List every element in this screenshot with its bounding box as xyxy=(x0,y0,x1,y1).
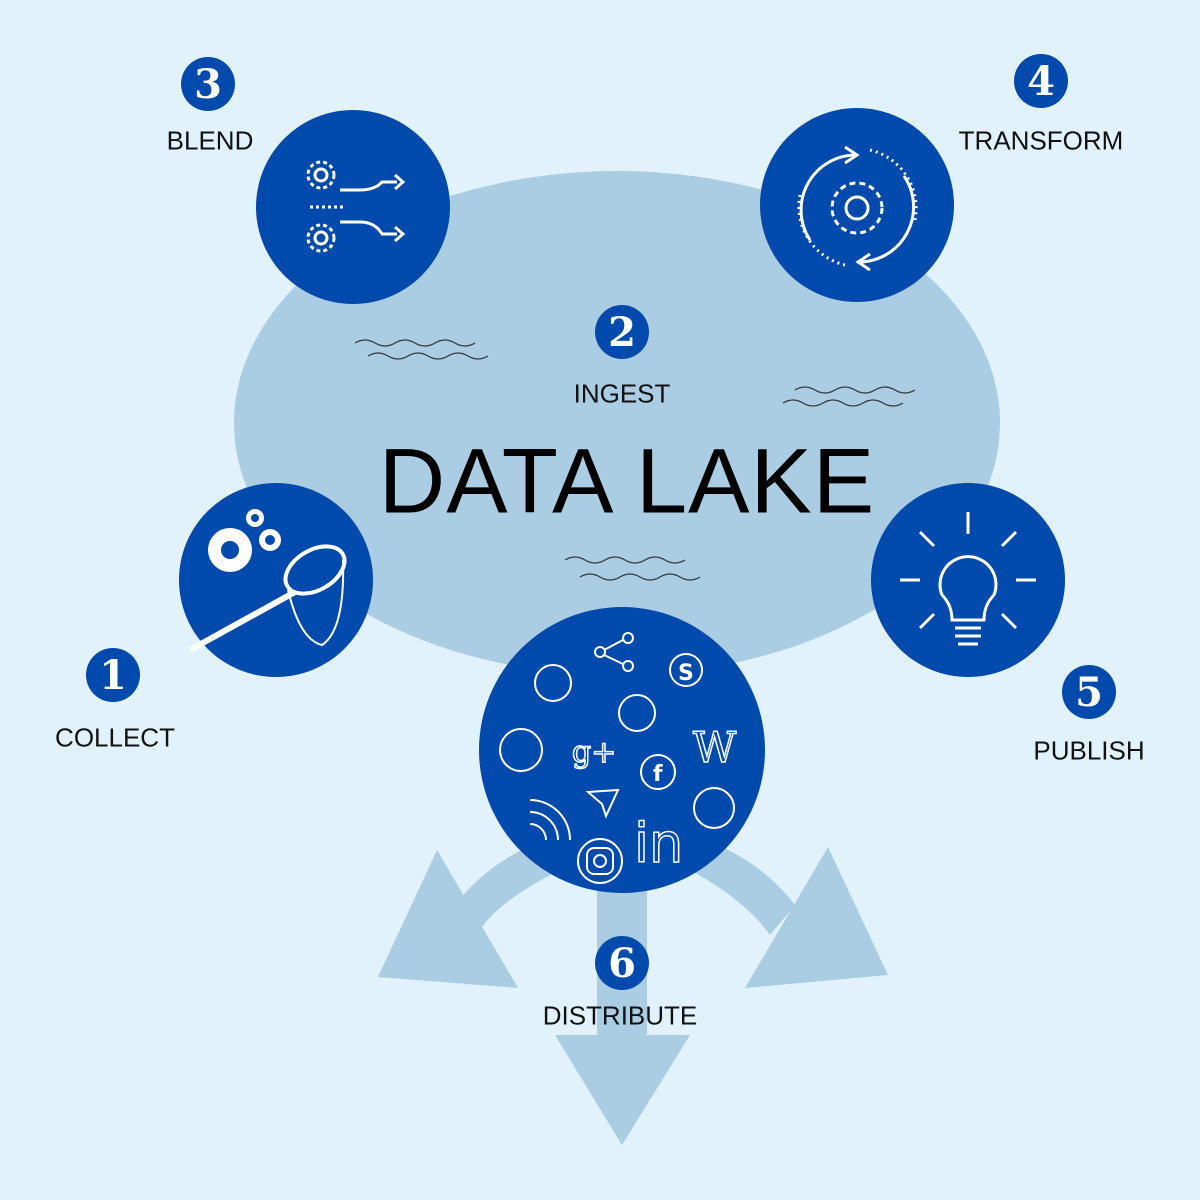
net-gears-icon xyxy=(188,509,347,653)
share-icon xyxy=(594,646,606,658)
step-5-label: PUBLISH xyxy=(1033,735,1145,766)
wave-lines xyxy=(354,339,916,581)
rss-icon xyxy=(529,799,571,841)
step-3-label: BLEND xyxy=(166,125,254,156)
step-3-badge: 3 xyxy=(181,57,235,111)
step-6-label: DISTRIBUTE xyxy=(542,1000,698,1031)
pinterest-icon xyxy=(618,694,656,732)
wikipedia-icon: W xyxy=(693,723,737,772)
publish-circle xyxy=(871,483,1065,677)
linkedin-icon: in xyxy=(634,812,683,875)
step-4-badge: 4 xyxy=(1014,54,1068,108)
step-1-label: COLLECT xyxy=(55,722,175,753)
transform-circle xyxy=(760,108,954,302)
whatsapp-icon xyxy=(499,728,543,772)
step-5-badge: 5 xyxy=(1062,665,1116,719)
phone-icon xyxy=(534,664,572,702)
svg-text:f: f xyxy=(653,762,663,787)
page-title: DATA LAKE xyxy=(378,430,876,533)
lake xyxy=(234,171,1000,675)
blend-circle xyxy=(256,110,450,304)
send-icon xyxy=(585,788,620,819)
google-plus-icon: g+ xyxy=(572,735,616,770)
instagram-icon xyxy=(586,847,614,875)
step-2-badge: 2 xyxy=(595,305,649,359)
twitter-icon xyxy=(693,787,735,829)
step-1-badge: 1 xyxy=(86,648,140,702)
facebook-icon xyxy=(640,754,676,790)
cycle-gear-icon xyxy=(797,145,918,272)
svg-text:S: S xyxy=(678,661,694,686)
step-2-label: INGEST xyxy=(573,378,671,409)
step-6-badge: 6 xyxy=(595,936,649,990)
skype-icon xyxy=(669,653,703,687)
social-media-icons xyxy=(499,632,735,884)
blend-gears-arrows-icon xyxy=(306,160,406,253)
step-4-label: TRANSFORM xyxy=(958,125,1124,156)
lightbulb-icon xyxy=(900,512,1036,646)
